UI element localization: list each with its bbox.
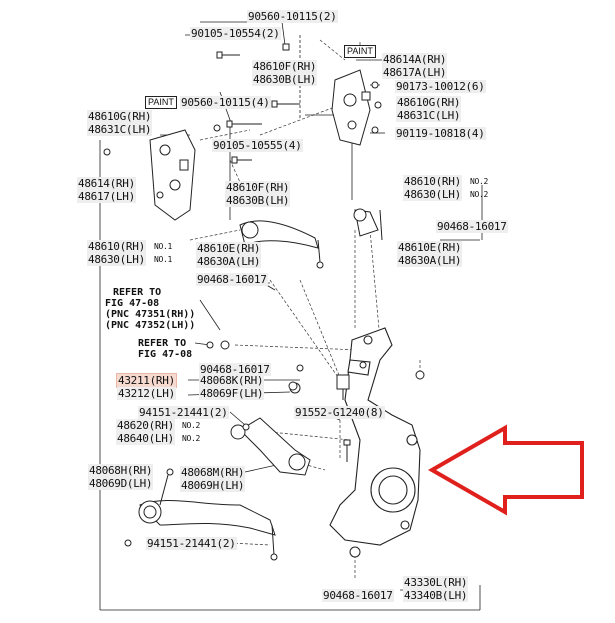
red-arrow [427, 424, 584, 516]
part-label: 48610E(RH) [196, 242, 262, 255]
part-label: 48068M(RH) [180, 466, 246, 479]
part-note: NO.1 [154, 242, 173, 251]
part-label: 94151-21441(2) [138, 406, 229, 419]
part-label: 48630A(LH) [397, 254, 463, 267]
part-label: 43330L(RH) [403, 576, 469, 589]
part-label: 48610G(RH) [396, 96, 462, 109]
part-note: NO.2 [470, 177, 489, 186]
part-label: 90560-10115(4) [180, 96, 271, 109]
refer-note: REFER TO [138, 338, 187, 349]
part-label: 94151-21441(2) [146, 537, 237, 550]
paint-tag: PAINT [145, 96, 177, 109]
part-label: 48620(RH) [116, 419, 175, 432]
upper-arm-no2 [353, 208, 383, 241]
part-label: 90468-16017 [436, 220, 508, 233]
part-label: 48640(LH) [116, 432, 175, 445]
part-label: 48610(RH) [403, 175, 462, 188]
part-label: 48610F(RH) [252, 60, 318, 73]
stabilizer-link [289, 374, 350, 400]
part-label-highlighted: 43211(RH) [116, 373, 177, 388]
part-label: 48614A(RH) [382, 53, 448, 66]
part-label: 90105-10555(4) [212, 139, 303, 152]
part-label: 48069F(LH) [199, 387, 265, 400]
steering-knuckle [329, 327, 421, 546]
part-label: 43212(LH) [117, 387, 176, 400]
refer-note: (PNC 47351(RH)) [105, 309, 196, 320]
part-label: 90105-10554(2) [190, 27, 281, 40]
part-label: 48617(LH) [77, 190, 136, 203]
part-label: 90173-10012(6) [395, 80, 486, 93]
part-label: 48069D(LH) [88, 477, 154, 490]
part-label: 90468-16017 [196, 273, 268, 286]
part-label: 48631C(LH) [87, 123, 153, 136]
part-label: 90119-10818(4) [395, 127, 486, 140]
left-bracket [149, 129, 196, 221]
part-label: 48617A(LH) [382, 66, 448, 79]
part-label: 90560-10115(2) [247, 10, 338, 23]
part-note: NO.2 [182, 421, 201, 430]
part-label: 48068H(RH) [88, 464, 154, 477]
part-label: 48610(RH) [87, 240, 146, 253]
part-label: 48069H(LH) [180, 479, 246, 492]
part-label: 48610F(RH) [225, 181, 291, 194]
part-label: 90468-16017 [322, 589, 394, 602]
upper-arm-no1 [239, 220, 324, 269]
part-label: 48631C(LH) [396, 109, 462, 122]
part-label: 48630B(LH) [225, 194, 291, 207]
refer-note: REFER TO [113, 287, 162, 298]
lower-arm-rear [138, 500, 278, 561]
part-label: 48630A(LH) [196, 255, 262, 268]
part-note: NO.1 [154, 255, 173, 264]
part-label: 90468-16017 [199, 363, 271, 376]
part-label: 48610E(RH) [397, 241, 463, 254]
refer-note: FIG 47-08 [138, 349, 193, 360]
paint-tag: PAINT [344, 45, 376, 58]
refer-note: FIG 47-08 [105, 298, 160, 309]
part-label: 48610G(RH) [87, 110, 153, 123]
link-rod [159, 468, 174, 506]
part-note: NO.2 [470, 190, 489, 199]
part-label: 48630(LH) [87, 253, 146, 266]
part-label: 48614(RH) [77, 177, 136, 190]
part-label: 91552-G1240(8) [294, 406, 385, 419]
lower-arm-front [230, 417, 311, 476]
part-label: 48630B(LH) [252, 73, 318, 86]
refer-note: (PNC 47352(LH)) [105, 320, 196, 331]
part-note: NO.2 [182, 434, 201, 443]
part-label: 43340B(LH) [403, 589, 469, 602]
right-bracket [331, 69, 371, 146]
part-label: 48630(LH) [403, 188, 462, 201]
part-label: 48068K(RH) [199, 374, 265, 387]
